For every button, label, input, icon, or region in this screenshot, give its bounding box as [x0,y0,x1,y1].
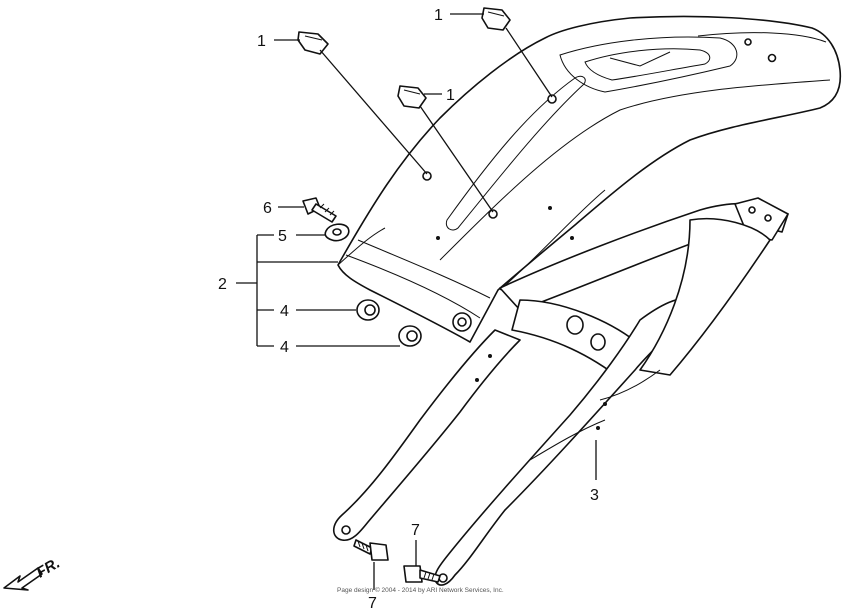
callout-5: 5 [278,228,287,245]
callout-4: 4 [280,303,289,320]
copyright-footer: Page design © 2004 - 2014 by ARI Network… [337,586,504,594]
bolt-7a [353,539,389,561]
nut-1b [481,7,511,31]
callout-1: 1 [446,87,455,104]
nut-1a [297,31,329,55]
callout-7: 7 [411,522,420,539]
grommet-4a [356,299,380,321]
callout-6: 6 [263,200,272,217]
washer-5 [324,223,350,242]
callout-1: 1 [257,33,266,50]
rear-fender [337,15,842,343]
callout-2: 2 [218,276,227,293]
front-direction-arrow-icon [3,567,43,591]
leader-lines [236,13,597,590]
callout-7: 7 [368,595,377,612]
grommet-4b [398,325,422,347]
rear-subframe [332,197,789,586]
bolt-6 [302,197,337,223]
bolt-7b [403,565,441,583]
callout-4: 4 [280,339,289,356]
nut-1c [397,85,427,109]
callout-3: 3 [590,487,599,504]
callout-1: 1 [434,7,443,24]
